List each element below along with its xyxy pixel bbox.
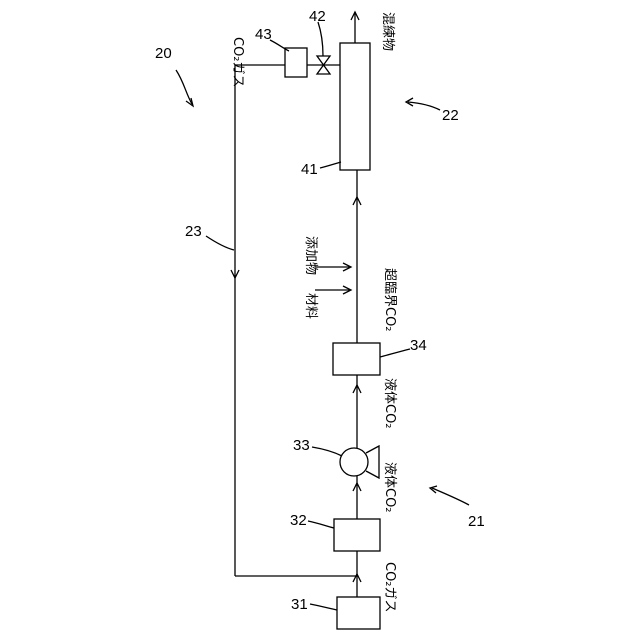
leader-33 [312,447,342,456]
ref-23: 23 [185,223,202,240]
separator-43-box [285,48,307,77]
ref-21: 21 [468,513,485,530]
label-material: 材料 [303,293,318,319]
leader-34 [380,349,410,357]
label-liquid-co2-after-33: 液体CO₂ [382,378,397,429]
ref-43: 43 [255,26,272,43]
pump-33-symbol [340,446,379,478]
label-kneaded-product: 混練物 [380,12,395,51]
label-co2-gas-return: CO₂ガス [230,37,245,88]
label-co2-gas-in: CO₂ガス [382,562,397,613]
ref-20: 20 [155,45,172,62]
label-supercritical-co2: 超臨界CO₂ [382,268,397,332]
leader-31 [310,604,337,610]
ref-22: 22 [442,107,459,124]
ref-33: 33 [293,437,310,454]
leader-41 [320,162,341,168]
cooler-32-box [334,519,380,551]
ref-32: 32 [290,512,307,529]
ref-34: 34 [410,337,427,354]
kneader-41-box [340,43,370,170]
ref-42: 42 [309,8,326,25]
label-liquid-co2-after-32: 液体CO₂ [382,462,397,513]
leader-23 [206,236,234,250]
heater-34-box [333,343,380,375]
ref-31: 31 [291,596,308,613]
source-31-box [337,597,380,629]
leader-43 [270,40,289,51]
leader-42 [318,22,323,56]
ref-41: 41 [301,161,318,178]
leader-32 [308,521,334,528]
leader-21 [432,488,469,505]
label-additive: 添加物 [303,236,318,275]
leader-20 [176,70,192,104]
